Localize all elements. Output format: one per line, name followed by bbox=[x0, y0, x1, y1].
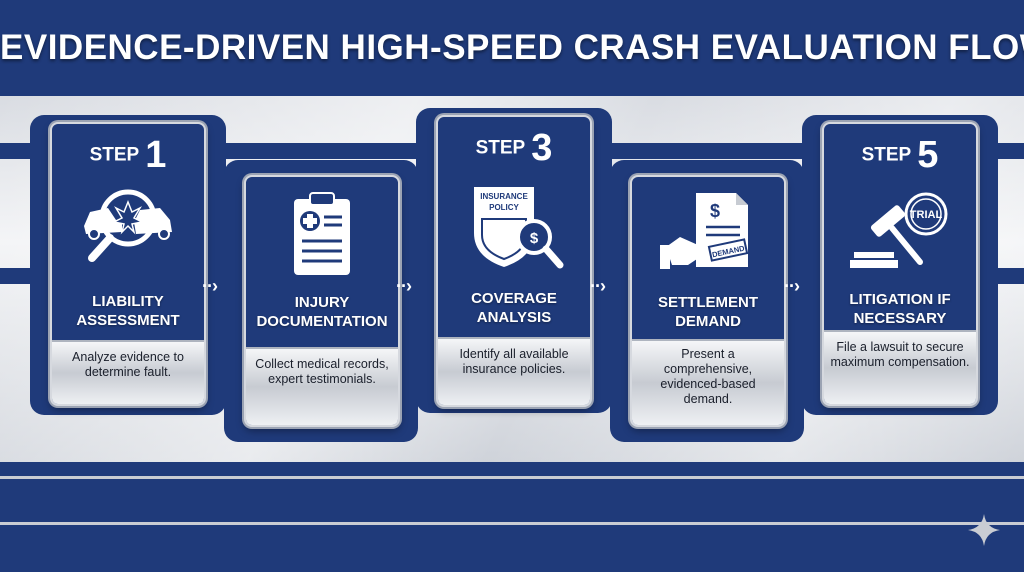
step-description: Analyze evidence to determine fault. bbox=[72, 350, 184, 379]
gavel-icon: TRIAL bbox=[850, 192, 948, 268]
svg-text:TRIAL: TRIAL bbox=[910, 209, 943, 221]
svg-text:INSURANCE: INSURANCE bbox=[480, 192, 528, 201]
description-plate: Collect medical records, expert testimon… bbox=[246, 347, 398, 425]
demand-document-icon: $ DEMAND bbox=[660, 193, 749, 269]
bottom-band bbox=[0, 462, 1024, 572]
flow-arrow-4: ··› bbox=[784, 276, 800, 296]
flow-arrow-2: ··› bbox=[396, 276, 412, 296]
page-title: EVIDENCE-DRIVEN HIGH-SPEED CRASH EVALUAT… bbox=[0, 28, 1024, 67]
step-heading: LITIGATION IF NECESSARY bbox=[849, 291, 951, 327]
step-description: Collect medical records, expert testimon… bbox=[255, 357, 389, 386]
flow-arrow-3: ··› bbox=[590, 276, 606, 296]
svg-text:$: $ bbox=[530, 230, 539, 247]
sparkle-icon bbox=[968, 514, 1000, 546]
step-description: Identify all available insurance policie… bbox=[459, 347, 569, 376]
medical-clipboard-icon bbox=[294, 192, 350, 275]
step-heading: LIABILITY ASSESSMENT bbox=[76, 293, 180, 329]
svg-text:$: $ bbox=[710, 201, 720, 221]
step-heading: COVERAGE ANALYSIS bbox=[471, 290, 557, 326]
step-description: File a lawsuit to secure maximum compens… bbox=[830, 340, 970, 369]
step-card-2: INJURY DOCUMENTATION Collect medical rec… bbox=[244, 175, 400, 427]
step-heading: INJURY DOCUMENTATION bbox=[256, 294, 388, 330]
flow-arrow-1: ··› bbox=[202, 276, 218, 296]
step-heading: SETTLEMENT DEMAND bbox=[658, 294, 758, 330]
description-plate: Present a comprehensive, evidenced-based… bbox=[632, 339, 784, 425]
title-band bbox=[0, 0, 1024, 96]
insurance-policy-icon: INSURANCE POLICY $ bbox=[474, 187, 564, 269]
description-plate: File a lawsuit to secure maximum compens… bbox=[824, 330, 976, 404]
step-description: Present a comprehensive, evidenced-based… bbox=[660, 347, 756, 406]
step-card-4: $ DEMAND SETTLEMENT DEMAND Present a com… bbox=[630, 175, 786, 427]
car-crash-magnifier-icon bbox=[84, 189, 172, 262]
description-plate: Identify all available insurance policie… bbox=[438, 337, 590, 405]
svg-text:POLICY: POLICY bbox=[489, 203, 519, 212]
description-plate: Analyze evidence to determine fault. bbox=[52, 340, 204, 404]
